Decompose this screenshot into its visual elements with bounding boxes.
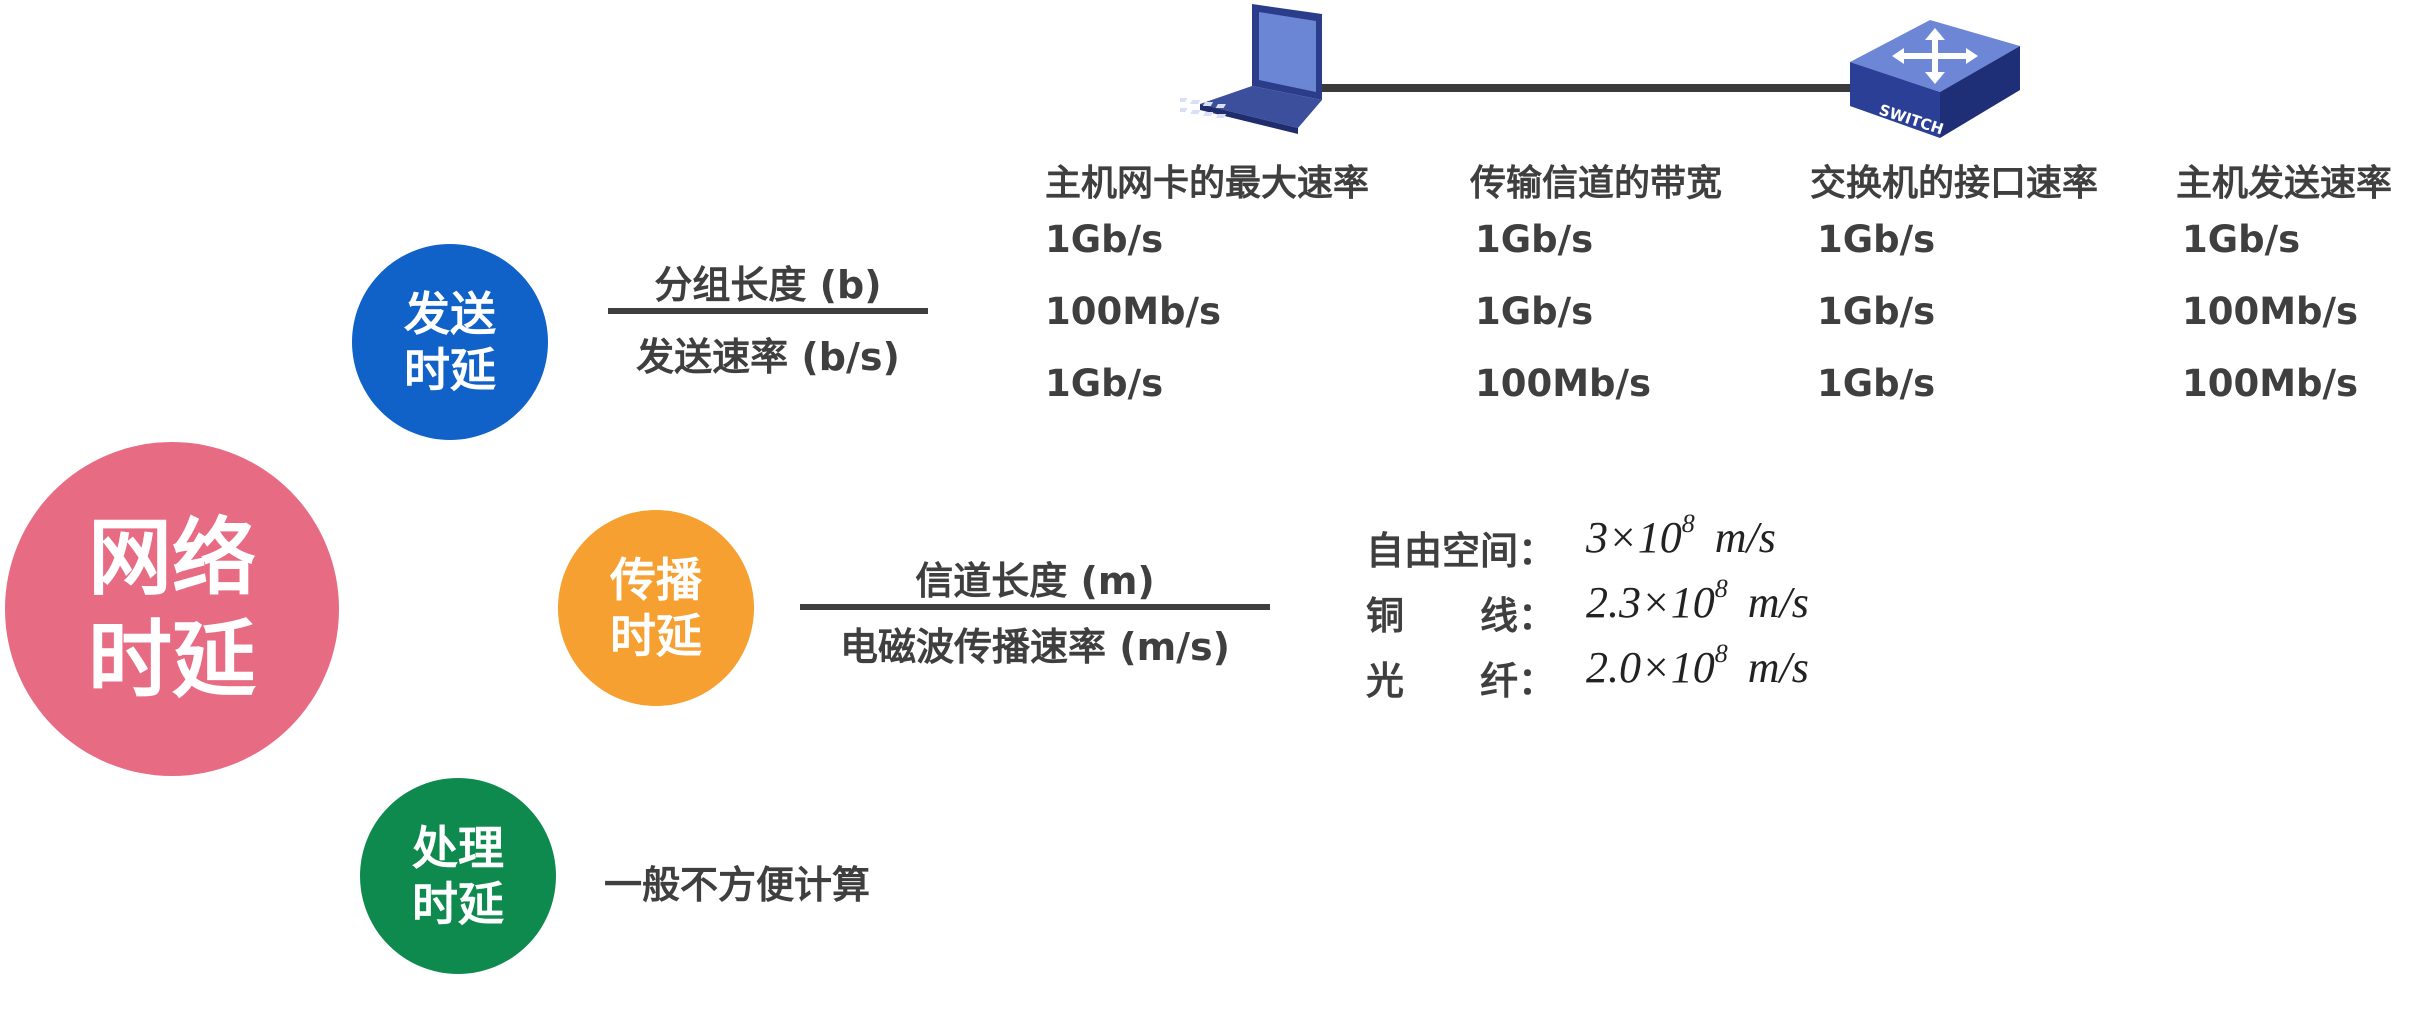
processing-delay-circle: 处理 时延: [360, 778, 556, 974]
transmission-delay-circle: 发送 时延: [352, 244, 548, 440]
processing-delay-line-2: 时延: [412, 877, 504, 931]
col-header-channel-bandwidth: 传输信道的带宽: [1470, 163, 1723, 204]
send-formula-bar: [608, 308, 928, 314]
laptop-icon: [1180, 4, 1322, 134]
switch-icon: SWITCH: [1850, 20, 2020, 138]
propagation-delay-line-2: 时延: [610, 609, 702, 663]
transmission-delay-line-2: 时延: [404, 343, 496, 397]
col-header-host-send-rate: 主机发送速率: [2176, 163, 2393, 204]
network-illustration: SWITCH: [1180, 4, 2020, 138]
propagation-delay-line-1: 传播: [610, 552, 702, 607]
col-header-switch-port-rate: 交换机的接口速率: [1810, 163, 2099, 204]
table-cell: 1Gb/s: [1817, 362, 1936, 405]
col-header-nic-rate: 主机网卡的最大速率: [1045, 163, 1370, 204]
propagation-delay-circle: 传播 时延: [558, 510, 754, 706]
table-cell: 100Mb/s: [1045, 290, 1222, 333]
table-cell: 1Gb/s: [1817, 218, 1936, 261]
send-formula-numerator: 分组长度 (b): [654, 263, 882, 307]
network-delay-line-2: 时延: [87, 611, 256, 709]
prop-formula-bar: [800, 604, 1270, 610]
table-cell: 1Gb/s: [1817, 290, 1936, 333]
network-delay-circle: 网络 时延: [5, 442, 339, 776]
table-cell: 1Gb/s: [1475, 290, 1594, 333]
transmission-delay-line-1: 发送: [404, 286, 496, 341]
processing-delay-line-1: 处理: [412, 820, 504, 875]
prop-formula-denominator: 电磁波传播速率 (m/s): [839, 625, 1231, 669]
media-label-fiber: 光 纤：: [1366, 659, 1557, 703]
media-label-copper: 铜 线：: [1366, 594, 1557, 638]
prop-formula-numerator: 信道长度 (m): [915, 559, 1155, 603]
network-delay-line-1: 网络: [87, 508, 256, 607]
table-cell: 1Gb/s: [1045, 362, 1164, 405]
table-cell: 1Gb/s: [1045, 218, 1164, 261]
table-cell: 100Mb/s: [2182, 290, 2359, 333]
processing-note: 一般不方便计算: [604, 863, 871, 907]
media-label-free-space: 自由空间：: [1366, 529, 1557, 573]
table-cell: 1Gb/s: [1475, 218, 1594, 261]
table-cell: 1Gb/s: [2182, 218, 2301, 261]
table-cell: 100Mb/s: [1475, 362, 1652, 405]
send-formula-denominator: 发送速率 (b/s): [636, 335, 900, 379]
table-cell: 100Mb/s: [2182, 362, 2359, 405]
